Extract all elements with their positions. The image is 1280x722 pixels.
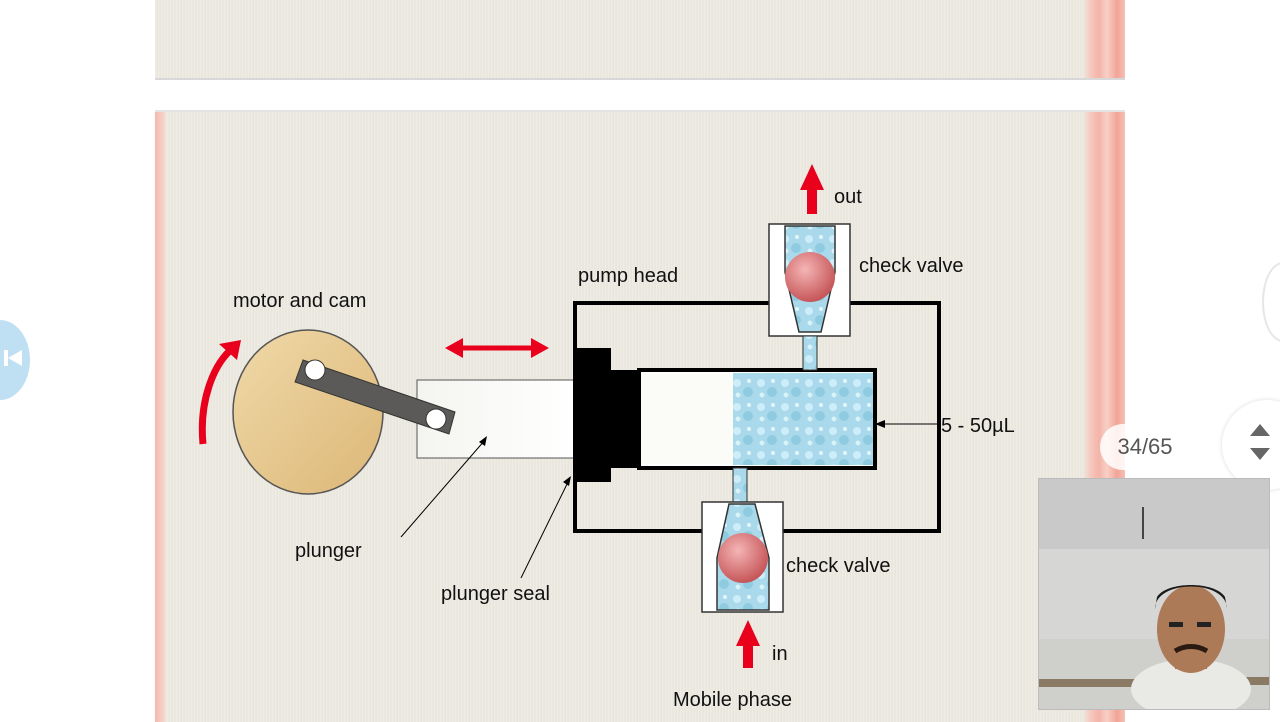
label-plunger: plunger — [295, 540, 362, 562]
hplc-pump-diagram: motor and cam pump head 5 - 50µL — [198, 164, 1015, 711]
label-volume: 5 - 50µL — [941, 415, 1015, 437]
slide-border-decoration — [1083, 0, 1125, 78]
in-arrow-icon — [736, 620, 760, 668]
reciprocating-arrow-icon — [445, 338, 549, 358]
mobile-phase-liquid — [733, 373, 873, 465]
slide-left-border — [155, 112, 165, 722]
page-scroll-button[interactable] — [1222, 400, 1280, 490]
cam-arm — [294, 359, 456, 435]
plunger-seal — [573, 348, 611, 482]
webcam-video-frame — [1039, 479, 1269, 709]
label-motor-and-cam: motor and cam — [233, 290, 366, 312]
presenter-webcam — [1038, 478, 1270, 710]
rewind-icon — [4, 350, 22, 366]
label-pump-head: pump head — [578, 265, 678, 287]
previous-slide-button[interactable] — [0, 320, 30, 400]
cam-disc — [232, 329, 384, 495]
label-check-valve-top: check valve — [859, 255, 964, 277]
page-counter: 34/65 — [1100, 424, 1190, 470]
previous-slide — [155, 0, 1125, 80]
rotation-arrow-icon — [198, 340, 241, 445]
check-valve-bottom — [701, 467, 784, 613]
label-plunger-seal: plunger seal — [441, 583, 550, 605]
check-valve-top — [768, 223, 851, 371]
label-mobile-phase: Mobile phase — [673, 689, 792, 711]
side-panel-edge — [1262, 262, 1280, 342]
label-in: in — [772, 643, 788, 665]
chevron-down-icon — [1250, 448, 1270, 460]
label-check-valve-bottom: check valve — [786, 555, 891, 577]
out-arrow-icon — [800, 164, 824, 214]
chevron-up-icon — [1250, 424, 1270, 436]
label-out: out — [834, 186, 862, 208]
current-slide: motor and cam pump head 5 - 50µL — [155, 110, 1125, 722]
